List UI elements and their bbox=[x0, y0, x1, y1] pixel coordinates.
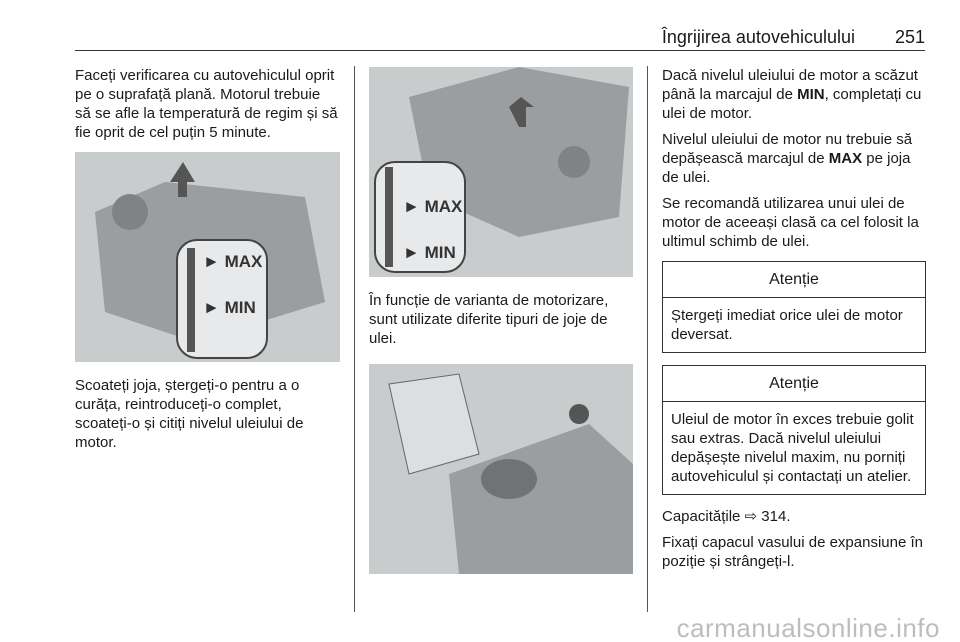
page-header: Îngrijirea autovehiculului 251 bbox=[75, 28, 925, 51]
oil-filling-illustration bbox=[369, 364, 633, 574]
warning-box: Atenție Ștergeți imediat orice ulei de m… bbox=[662, 261, 926, 353]
warning-body: Uleiul de motor în exces trebuie golit s… bbox=[671, 411, 914, 485]
text: Capacitățile bbox=[662, 508, 745, 525]
column-divider bbox=[647, 66, 648, 612]
paragraph: Dacă nivelul uleiului de motor a scăzut … bbox=[662, 66, 926, 123]
warning-title: Atenție bbox=[663, 262, 925, 298]
paragraph: Faceți verificarea cu autovehiculul opri… bbox=[75, 67, 338, 141]
max-emphasis: MAX bbox=[828, 150, 863, 167]
oil-bottle-drawing bbox=[369, 364, 633, 574]
watermark: carmanualsonline.info bbox=[676, 613, 940, 642]
warning-body: Ștergeți imediat orice ulei de motor dev… bbox=[671, 307, 903, 343]
min-mark-label: ► MIN bbox=[403, 243, 456, 262]
warning-title: Atenție bbox=[663, 366, 925, 402]
column-divider bbox=[354, 66, 355, 612]
paragraph: Fixați capacul vasului de expansiune în … bbox=[662, 534, 923, 570]
engine-drawing bbox=[369, 67, 633, 277]
dipstick-illustration-2: ► MAX ► MIN bbox=[369, 67, 633, 277]
max-mark-label: ► MAX bbox=[403, 197, 463, 216]
column-2: ► MAX ► MIN În funcție de varianta de mo… bbox=[369, 66, 633, 588]
min-text: MIN bbox=[224, 298, 256, 317]
text: . bbox=[786, 508, 791, 525]
min-text: MIN bbox=[424, 243, 456, 262]
warning-box: Atenție Uleiul de motor în exces trebuie… bbox=[662, 365, 926, 495]
engine-drawing bbox=[75, 152, 340, 362]
dipstick-illustration: ► MAX ► MIN bbox=[75, 152, 340, 362]
paragraph: În funcție de varianta de motorizare, su… bbox=[369, 292, 609, 347]
text: pe joja de ulei. bbox=[662, 150, 911, 186]
section-title: Îngrijirea autovehiculului bbox=[661, 27, 855, 47]
min-mark-label: ► MIN bbox=[203, 298, 256, 317]
text: Dacă nivelul uleiului de motor a scăzut … bbox=[662, 67, 918, 103]
page-reference-link[interactable]: 314 bbox=[761, 508, 787, 525]
page-number: 251 bbox=[894, 27, 925, 47]
max-text: MAX bbox=[424, 197, 463, 216]
text: Nivelul uleiului de motor nu trebuie să … bbox=[662, 131, 913, 167]
min-emphasis: MIN bbox=[797, 86, 825, 103]
paragraph: Scoateți joja, ștergeți-o pentru a o cur… bbox=[75, 377, 304, 451]
column-3: Dacă nivelul uleiului de motor a scăzut … bbox=[662, 66, 926, 578]
column-1: Faceți verificarea cu autovehiculul opri… bbox=[75, 66, 340, 459]
max-mark-label: ► MAX bbox=[203, 252, 263, 271]
paragraph: Nivelul uleiului de motor nu trebuie să … bbox=[662, 130, 926, 187]
page-reference-icon: ⇨ bbox=[744, 508, 758, 525]
text: , completați cu ulei de motor. bbox=[662, 86, 922, 122]
max-text: MAX bbox=[224, 252, 263, 271]
paragraph: Capacitățile ⇨ 314. bbox=[662, 507, 926, 526]
paragraph: Se recomandă utilizarea unui ulei de mot… bbox=[662, 195, 919, 250]
